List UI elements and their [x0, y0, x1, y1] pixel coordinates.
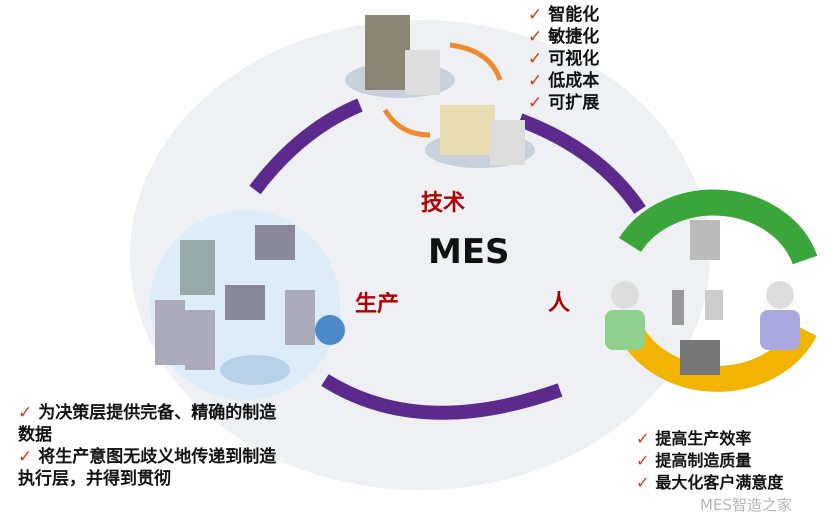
people-cycle-icon	[605, 189, 818, 392]
check-icon: ✓	[18, 447, 33, 467]
list-item: ✓将生产意图无歧义地传递到制造执行层，并得到贯彻	[18, 446, 283, 490]
list-item: ✓可视化	[528, 48, 599, 70]
production-it-cluster-icon	[150, 210, 345, 400]
list-item-text: 低成本	[548, 71, 600, 91]
list-item: ✓ 提高生产效率	[636, 428, 783, 450]
list-item-text: 智能化	[548, 5, 600, 25]
list-item: ✓ 提高制造质量	[636, 450, 783, 472]
tech-benefits-list: ✓智能化 ✓敏捷化 ✓可视化 ✓低成本 ✓可扩展	[528, 4, 599, 114]
list-item: ✓敏捷化	[528, 26, 599, 48]
people-label: 人	[548, 291, 571, 316]
cycle-arcs	[249, 98, 646, 420]
list-item-text: 敏捷化	[548, 27, 600, 47]
check-icon: ✓	[636, 451, 650, 470]
list-item: ✓低成本	[528, 70, 599, 92]
check-icon: ✓	[18, 403, 33, 423]
check-icon: ✓	[528, 71, 543, 91]
check-icon: ✓	[528, 93, 543, 113]
list-item-text: 可视化	[548, 49, 600, 69]
check-icon: ✓	[636, 473, 650, 492]
arc-bottom	[321, 374, 563, 420]
check-icon: ✓	[528, 5, 543, 25]
list-item: ✓可扩展	[528, 92, 599, 114]
people-benefits-list: ✓ 提高生产效率 ✓ 提高制造质量 ✓ 最大化客户满意度	[636, 428, 783, 494]
list-item-text: 为决策层提供完备、精确的制造数据	[18, 403, 277, 445]
arc-top-right	[517, 113, 646, 214]
check-icon: ✓	[528, 49, 543, 69]
check-icon: ✓	[528, 27, 543, 47]
list-item-text: 将生产意图无歧义地传递到制造执行层，并得到贯彻	[18, 447, 277, 489]
list-item: ✓ 最大化客户满意度	[636, 472, 783, 494]
list-item-text: 提高生产效率	[655, 429, 752, 448]
list-item-text: 提高制造质量	[655, 451, 752, 470]
list-item-text: 可扩展	[548, 93, 600, 113]
check-icon: ✓	[636, 429, 650, 448]
arc-top-left	[249, 98, 363, 195]
list-item: ✓为决策层提供完备、精确的制造数据	[18, 402, 283, 446]
mes-title: MES	[428, 232, 510, 272]
server-buildings-icon	[345, 15, 535, 168]
production-label: 生产	[355, 292, 400, 317]
watermark: MES智造之家	[700, 496, 792, 514]
tech-label: 技术	[421, 191, 466, 216]
list-item-text: 最大化客户满意度	[655, 473, 784, 492]
list-item: ✓智能化	[528, 4, 599, 26]
production-benefits-list: ✓为决策层提供完备、精确的制造数据 ✓将生产意图无歧义地传递到制造执行层，并得到…	[18, 402, 283, 490]
